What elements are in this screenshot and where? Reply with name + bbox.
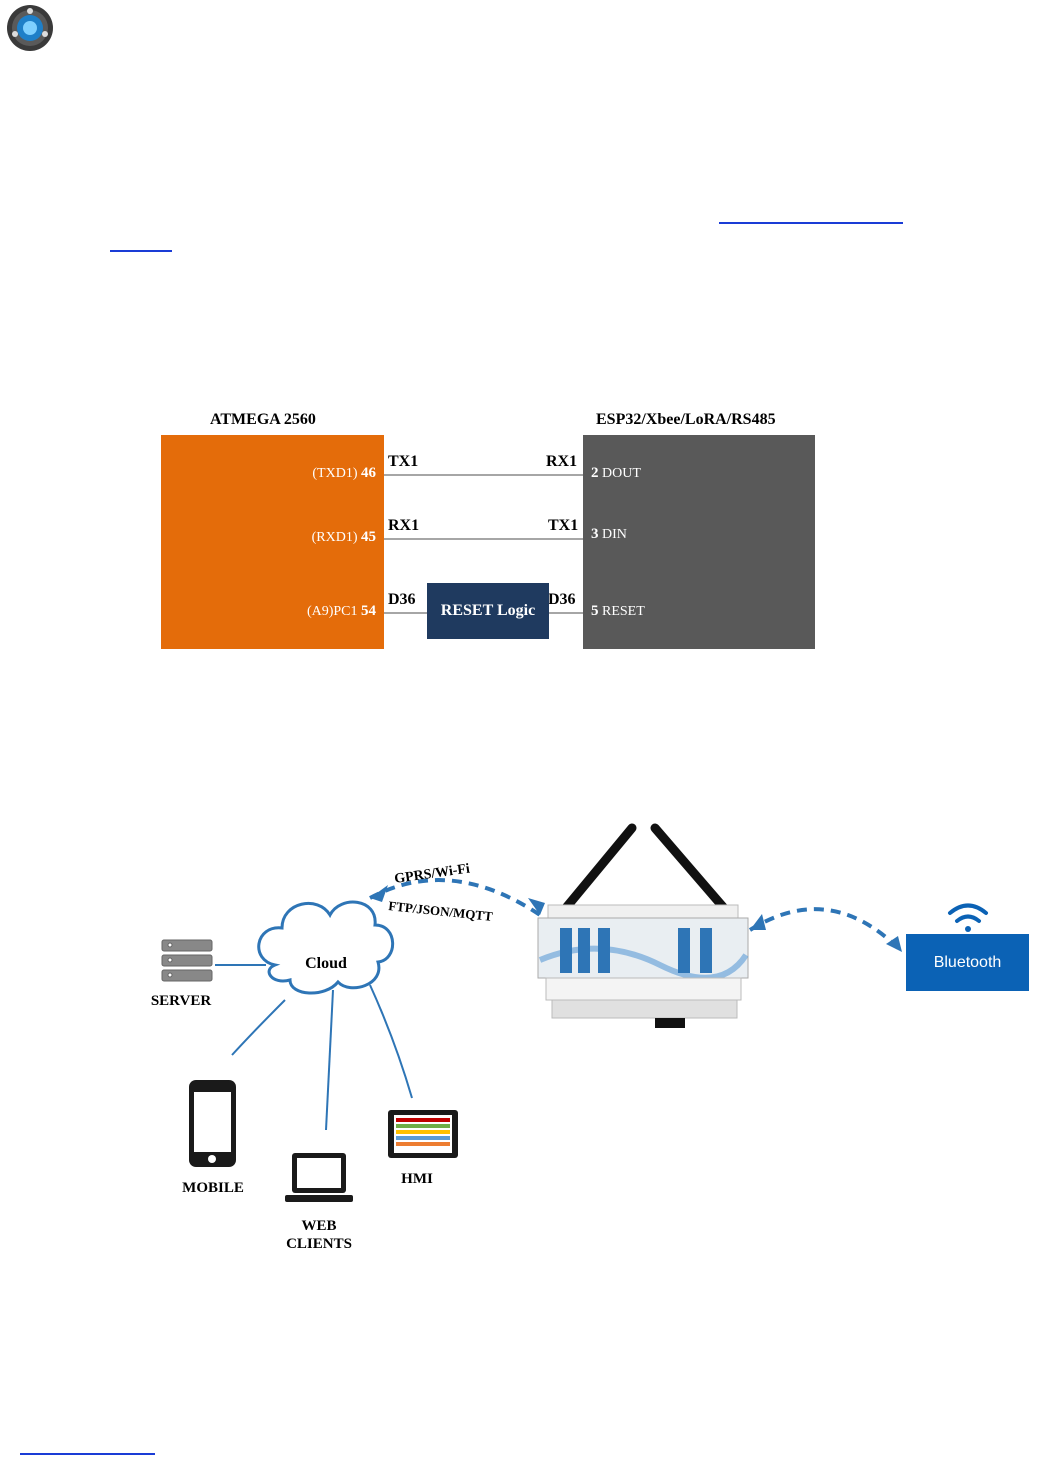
hyperlink-underline[interactable]: [110, 250, 172, 252]
company-logo-icon: [7, 5, 53, 51]
signal-tx1-left: TX1: [388, 453, 419, 470]
hyperlink-underline[interactable]: [719, 222, 903, 224]
bluetooth-link-arrow: [748, 907, 902, 952]
module-pin-din: 3 DIN: [591, 526, 627, 542]
wire-rx: [384, 538, 583, 540]
wire-tx: [384, 474, 583, 476]
server-icon: [161, 939, 213, 982]
wifi-dot-icon: [965, 926, 971, 932]
mobile-link-line: [231, 999, 286, 1056]
cloud-label: Cloud: [305, 955, 347, 972]
wire-reset-right: [549, 612, 583, 614]
laptop-icon: [285, 1153, 353, 1202]
wifi-icon: [948, 903, 988, 923]
atmega-pin-rxd1: (RXD1) 45: [311, 529, 376, 545]
server-label: SERVER: [150, 993, 212, 1009]
module-title: ESP32/Xbee/LoRA/RS485: [596, 411, 776, 428]
web-link-line: [325, 989, 334, 1131]
link-label-ftp: FTP/JSON/MQTT: [388, 898, 494, 924]
hmi-icon: [388, 1110, 458, 1158]
web-clients-label-line2: CLIENTS: [286, 1236, 352, 1252]
hmi-link-line: [369, 984, 413, 1099]
network-diagram: Cloud GPRS/Wi-Fi FTP/JSON/MQTT: [161, 823, 988, 1202]
atmega-pin-pc1: (A9)PC1 54: [306, 603, 376, 619]
signal-rx1-right: RX1: [546, 453, 578, 470]
signal-tx1-right: TX1: [548, 517, 579, 534]
wire-reset-left: [384, 612, 427, 614]
web-clients-label: WEB CLIENTS: [279, 1217, 359, 1253]
web-clients-label-line1: WEB: [301, 1218, 337, 1234]
data-logger-device-icon: [537, 823, 749, 1028]
gprs-link-arrow: [369, 878, 542, 917]
atmega-pin-txd1: (TXD1) 46: [312, 465, 376, 481]
signal-d36-right: D36: [548, 591, 576, 608]
cloud-icon: [257, 900, 395, 995]
module-pin-dout: 2 DOUT: [591, 465, 641, 481]
mobile-icon: [189, 1080, 236, 1167]
bluetooth-box: Bluetooth: [906, 934, 1029, 991]
module-block: [583, 435, 815, 649]
module-pin-reset: 5 RESET: [591, 603, 645, 619]
signal-rx1-left: RX1: [388, 517, 420, 534]
hmi-label: HMI: [401, 1171, 433, 1187]
mobile-label: MOBILE: [182, 1180, 244, 1196]
reset-logic-block: RESET Logic: [427, 583, 549, 639]
atmega-title: ATMEGA 2560: [210, 411, 316, 428]
signal-d36-left: D36: [388, 591, 416, 608]
atmega-block: [161, 435, 384, 649]
hyperlink-underline[interactable]: [20, 1453, 155, 1455]
